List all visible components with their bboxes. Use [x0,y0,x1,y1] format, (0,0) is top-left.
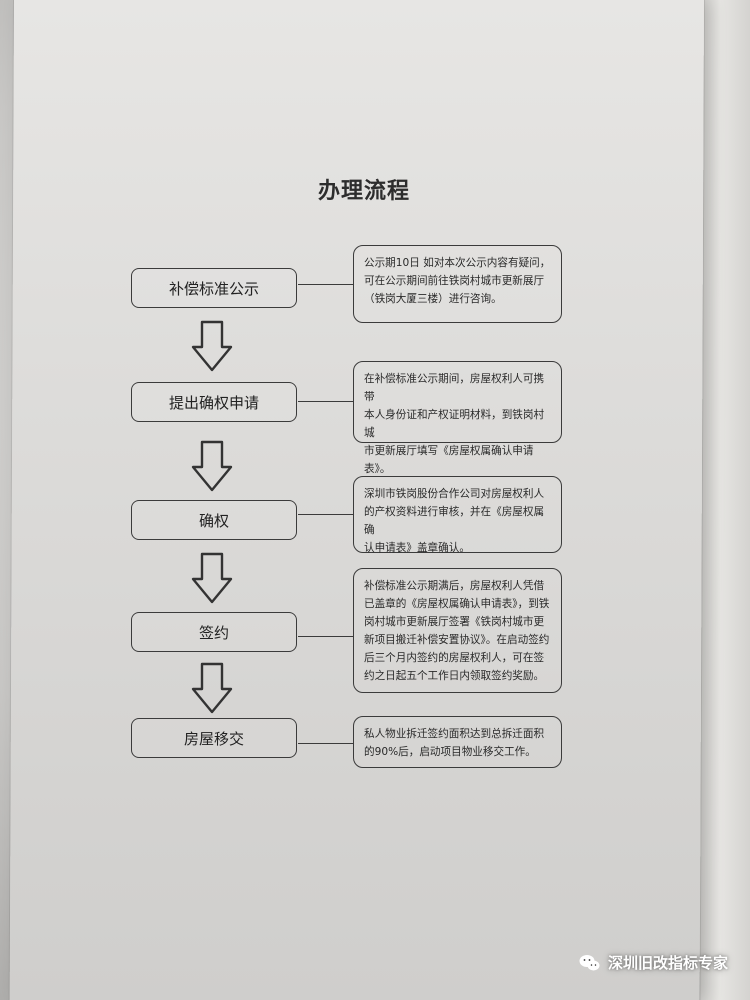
down-arrow-icon [191,662,233,714]
watermark-text: 深圳旧改指标专家 [607,954,728,972]
adjacent-page-edge [700,0,750,1000]
flow-step-2-box: 提出确权申请 [131,382,297,422]
flow-step-3-box: 确权 [131,500,297,540]
flow-step-5-box: 房屋移交 [131,718,297,758]
flow-step-1-note: 公示期10日 如对本次公示内容有疑问， 可在公示期间前往铁岗村城市更新展厅 （铁… [353,245,562,323]
flow-step-4-box: 签约 [131,612,297,652]
down-arrow-icon [191,320,233,372]
flow-step-4-note: 补偿标准公示期满后，房屋权利人凭借 已盖章的《房屋权属确认申请表》，到铁 岗村城… [353,568,562,693]
flow-step-2-label: 提出确权申请 [168,393,259,412]
flow-step-5-note: 私人物业拆迁签约面积达到总拆迁面积 的90%后，启动项目物业移交工作。 [353,716,562,768]
flow-step-1-box: 补偿标准公示 [131,268,297,308]
flow-step-3-label: 确权 [198,511,229,530]
down-arrow-icon [191,552,233,604]
flow-step-5-label: 房屋移交 [183,729,244,748]
wechat-icon [579,954,600,970]
flow-step-4-connector [298,636,353,638]
flow-step-1-connector [298,284,353,286]
flow-step-1-label: 补偿标准公示 [168,279,259,298]
flow-step-3-note: 深圳市铁岗股份合作公司对房屋权利人 的产权资料进行审核，并在《房屋权属确 认申请… [353,476,562,554]
flow-step-5-connector [298,743,353,745]
flow-step-3-connector [298,514,353,516]
page-title: 办理流程 [318,179,411,204]
flow-step-4-label: 签约 [198,623,229,642]
flow-step-2-note: 在补偿标准公示期间，房屋权利人可携带 本人身份证和产权证明材料，到铁岗村城 市更… [353,361,562,475]
flow-step-2-connector [298,401,353,403]
account-watermark: 深圳旧改指标专家 [579,952,728,973]
down-arrow-icon [191,440,233,492]
